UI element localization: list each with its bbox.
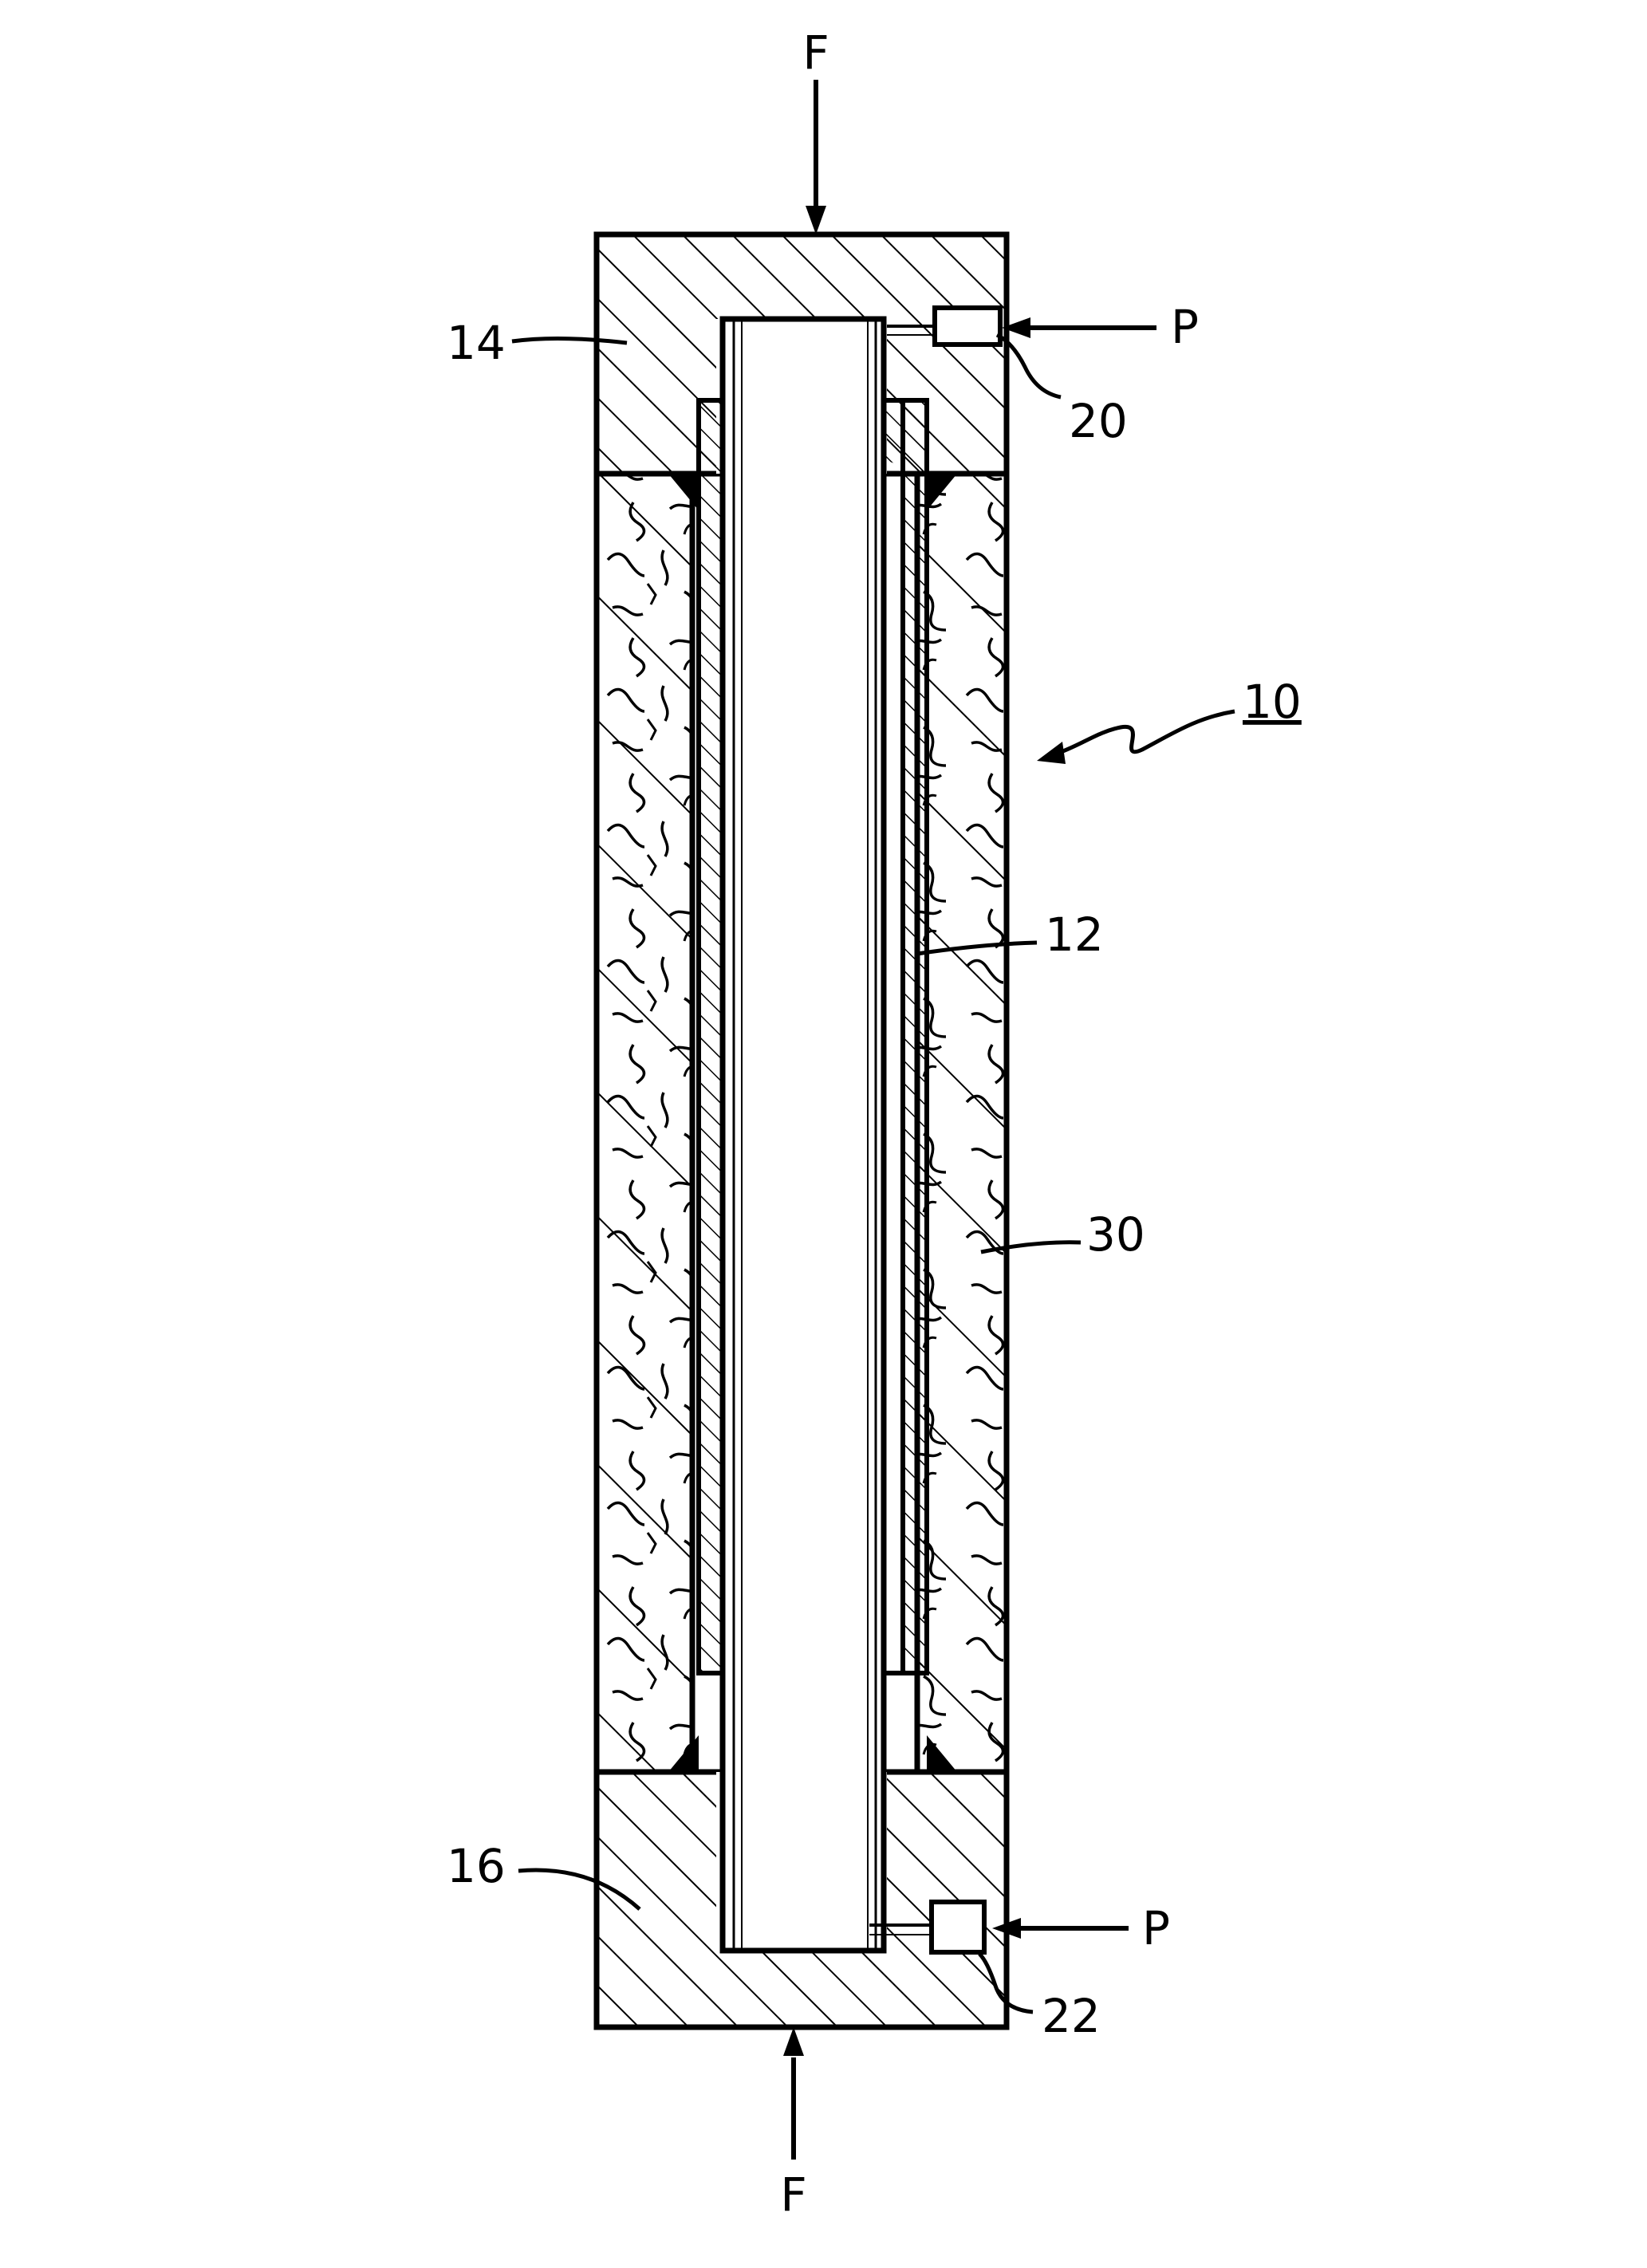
assembly-arrow	[1037, 709, 1235, 764]
label-force-bottom: F	[780, 2168, 806, 2222]
force-arrow-top	[806, 80, 826, 234]
label-force-top: F	[802, 26, 829, 80]
tube-wall	[696, 398, 929, 1675]
label-pressure-bottom: P	[1142, 1901, 1170, 1955]
label-assembly: 10	[1243, 675, 1302, 729]
leader-lines	[511, 333, 1082, 2014]
label-tube: 12	[1045, 908, 1104, 962]
force-arrow-bottom	[783, 2027, 804, 2160]
upper-port	[887, 305, 1003, 347]
lower-port	[869, 1923, 932, 1935]
label-lower-end-cap: 16	[447, 1839, 506, 1893]
label-fill-material: 30	[1086, 1207, 1145, 1262]
pressure-arrow-bottom	[992, 1918, 1129, 1939]
label-upper-port: 20	[1069, 394, 1128, 448]
label-lower-port: 22	[1042, 1989, 1101, 2043]
label-upper-end-cap: 14	[447, 316, 506, 370]
pressure-arrow-top	[1002, 317, 1156, 338]
weld-fillets	[668, 474, 957, 1772]
label-pressure-top: P	[1171, 300, 1199, 354]
inner-bore	[719, 316, 887, 1954]
